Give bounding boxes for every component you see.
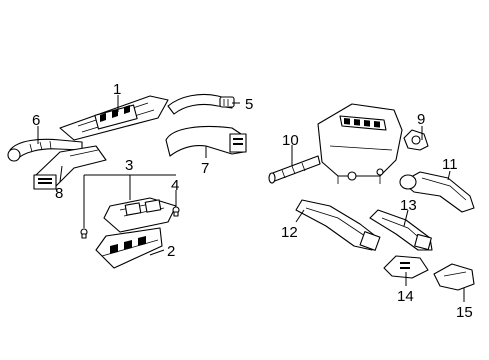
callout-15: 15	[456, 304, 473, 321]
callout-labels: 1 2 3 4 5 6 7 8 9 10 11 12 13 14 15	[32, 81, 473, 321]
callout-8: 8	[55, 185, 63, 202]
hvac-unit	[317, 103, 403, 184]
callout-1: 1	[113, 81, 121, 98]
part-7-floor-duct	[165, 125, 247, 157]
callout-13: 13	[400, 197, 417, 214]
callout-7: 7	[201, 160, 209, 177]
part-5-side-duct	[167, 93, 235, 115]
callout-6: 6	[32, 112, 40, 129]
part-3-clip	[80, 228, 88, 239]
leader-lines	[37, 95, 465, 302]
callout-3: 3	[125, 157, 133, 174]
part-13-rear-duct	[369, 209, 433, 251]
callout-4: 4	[171, 177, 179, 194]
callout-12: 12	[281, 224, 298, 241]
part-2-grille	[95, 227, 163, 269]
part-15-outlet	[433, 263, 475, 291]
part-11-right-duct	[399, 171, 475, 213]
callout-11: 11	[442, 156, 458, 173]
callout-5: 5	[245, 96, 253, 113]
part-14-outlet	[383, 255, 429, 279]
callout-14: 14	[397, 288, 414, 305]
part-1-center-duct	[59, 95, 169, 141]
part-10-drain-hose	[268, 155, 321, 184]
part-3-outlet-housing	[103, 197, 177, 233]
callout-10: 10	[282, 132, 299, 149]
callout-9: 9	[417, 111, 425, 128]
part-12-rear-duct	[295, 199, 381, 251]
part-9-bracket	[403, 129, 429, 151]
callout-2: 2	[167, 243, 175, 260]
part-8-lower-duct	[33, 145, 107, 190]
part-4-clip	[172, 206, 180, 217]
